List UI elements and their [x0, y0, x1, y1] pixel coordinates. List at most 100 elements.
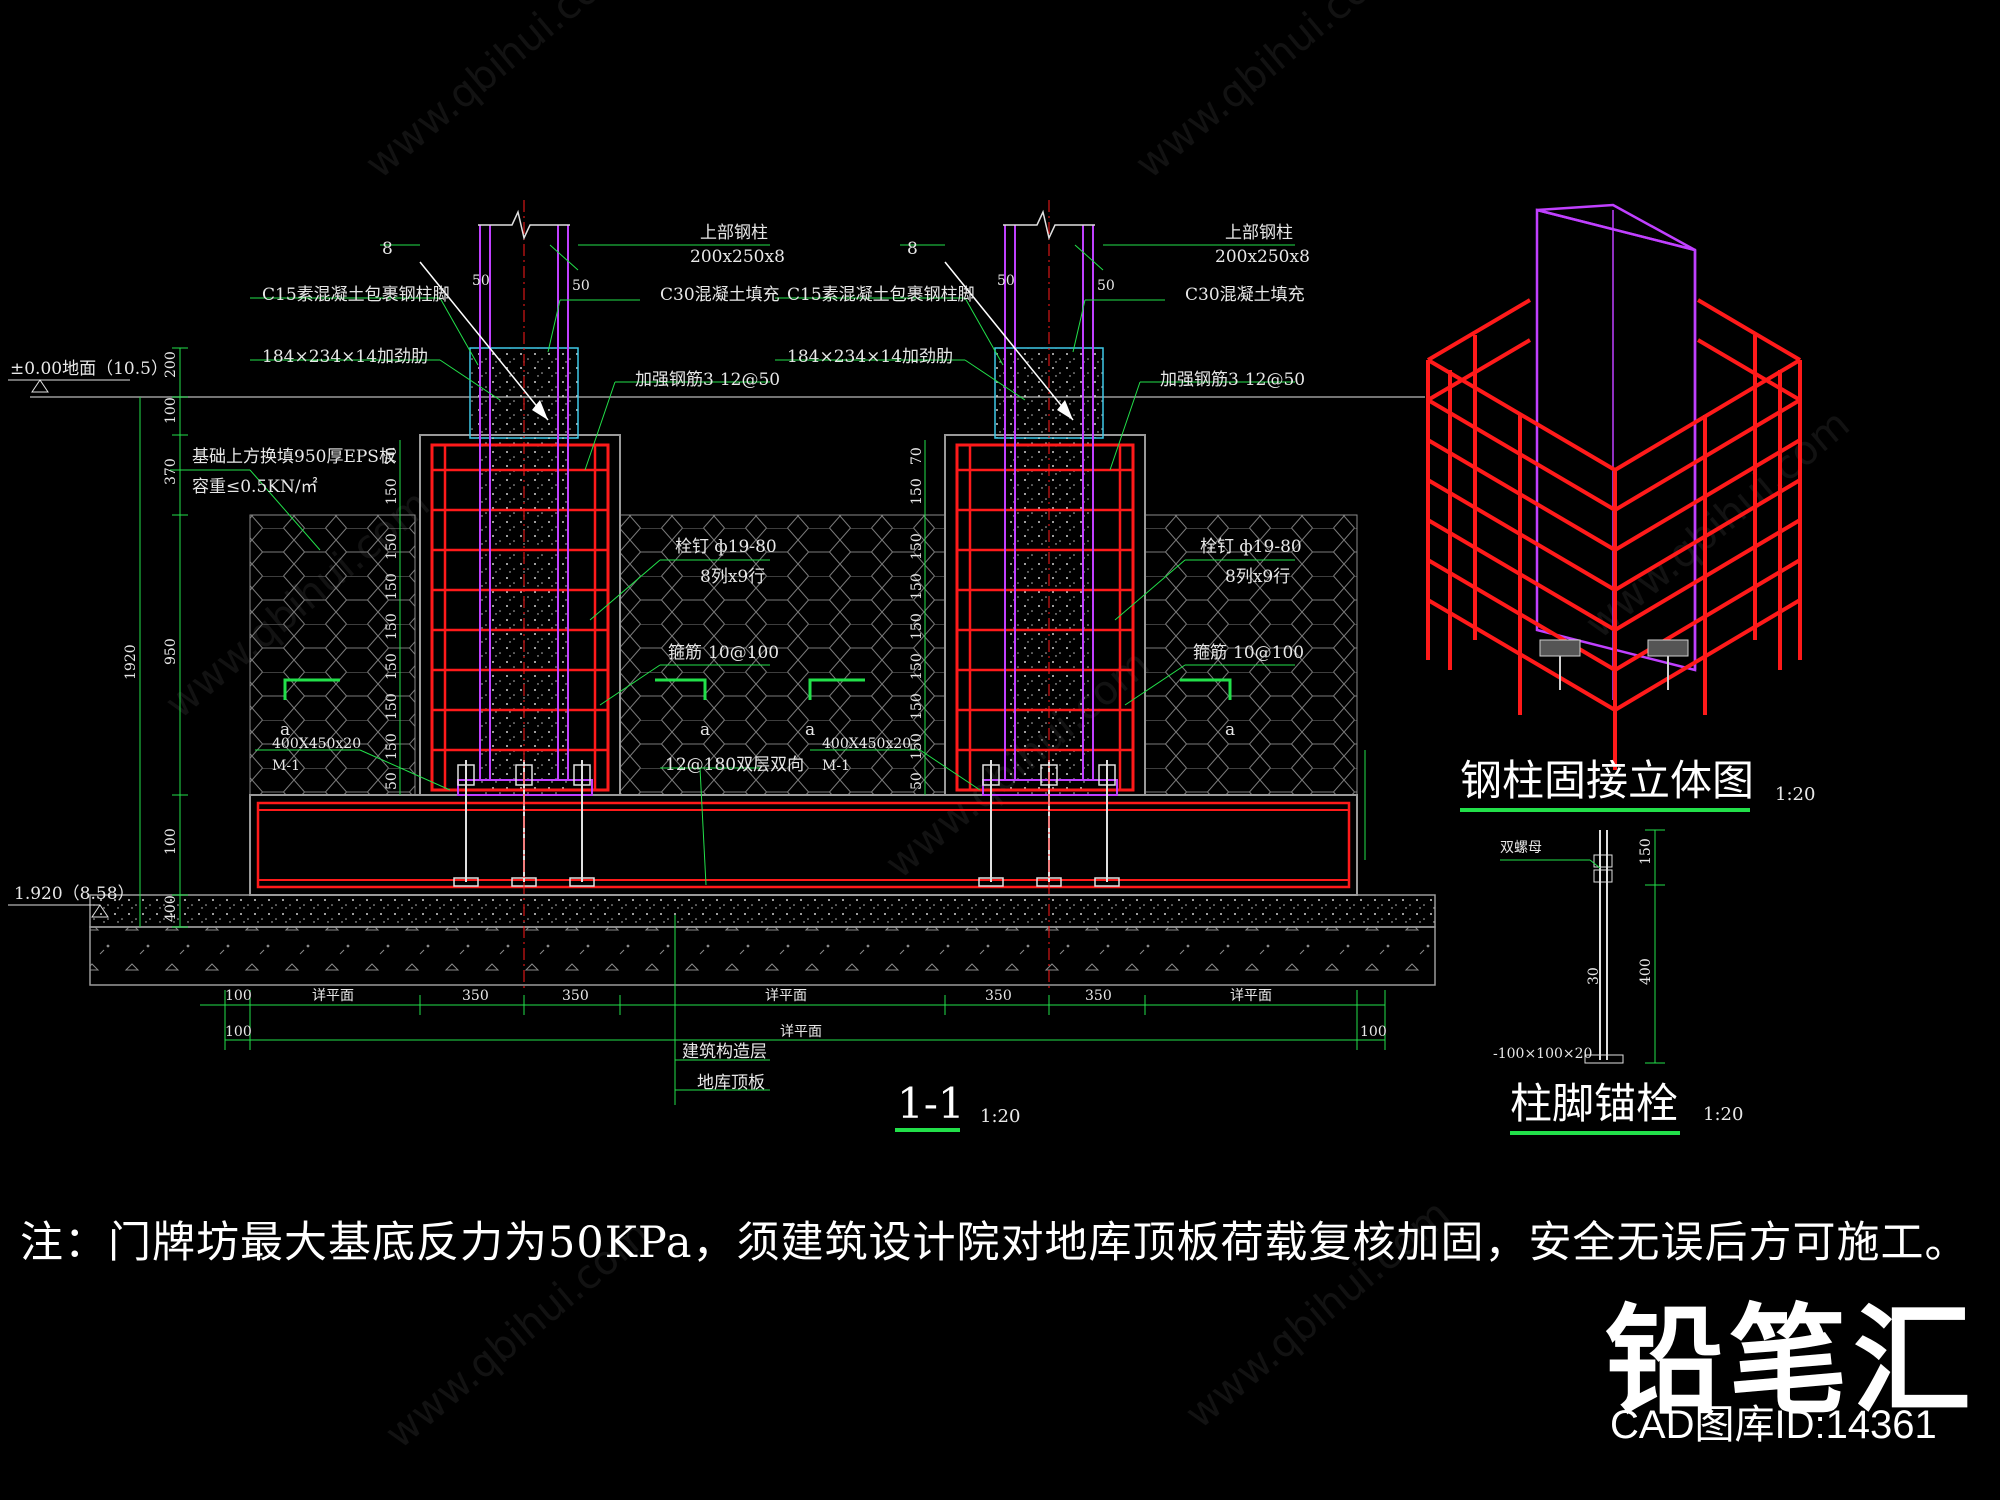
watermark: www.qbihui.com: [1127, 0, 1409, 188]
section-arrow: [1057, 400, 1073, 420]
label-stiffener: 184×234×14加劲肋: [787, 347, 953, 367]
hdim: 详平面: [765, 988, 807, 1004]
label-basement-roof: 地库顶板: [697, 1073, 765, 1093]
label-upper-steel: 上部钢柱: [700, 223, 768, 243]
section-a-markers: [283, 678, 1232, 700]
anchor-dim: 400: [1638, 958, 1654, 985]
section-arrow: [532, 400, 548, 420]
hdim: 350: [562, 988, 589, 1004]
label-eps-density: 容重≤0.5KN/㎡: [192, 477, 318, 497]
dim-50: 50: [472, 273, 490, 289]
svg-text:70: 70: [909, 447, 925, 465]
label-c30-fill: C30混凝土填充: [1185, 285, 1305, 305]
foundation-rebar: [256, 801, 1351, 889]
rebar-cage: [430, 443, 610, 792]
label-stud-layout: 8列x9行: [700, 567, 765, 587]
anchor-scale: 1:20: [1703, 1104, 1743, 1125]
vdim: 1920: [123, 644, 139, 680]
hdim: 350: [1085, 988, 1112, 1004]
label-stiffener: 184×234×14加劲肋: [262, 347, 428, 367]
watermark: www.qbihui.com: [357, 0, 639, 188]
svg-text:70: 70: [384, 447, 400, 465]
svg-text:150: 150: [909, 653, 925, 680]
iso-title: 钢柱固接立体图: [1460, 756, 1754, 805]
eps-fill-left: [249, 514, 416, 796]
construction-note: 注：门牌坊最大基底反力为50KPa，须建筑设计院对地库顶板荷载复核加固，安全无误…: [20, 1218, 1969, 1268]
anchor-base-plate: [1584, 1054, 1624, 1064]
section-title: 1-1: [897, 1079, 965, 1128]
level-bottom: 1.920（8.58）: [14, 884, 135, 904]
dim-50: 50: [572, 278, 590, 294]
label-mark: M-1: [272, 758, 300, 774]
svg-text:150: 150: [909, 533, 925, 560]
svg-text:150: 150: [384, 478, 400, 505]
level-symbol: [91, 904, 109, 918]
anchor-dim: 30: [1586, 967, 1602, 985]
section-a-label: a: [700, 720, 710, 740]
column-dims-left: 70 150 150 150 150 150 150 150 50: [384, 447, 400, 790]
svg-text:150: 150: [909, 693, 925, 720]
iso-scale: 1:20: [1775, 784, 1815, 805]
section-marker-8: 8: [382, 239, 393, 259]
dim-50: 50: [997, 273, 1015, 289]
break-line: [1003, 209, 1095, 241]
section-a-label: a: [280, 720, 290, 740]
svg-text:150: 150: [384, 573, 400, 600]
hdim: 详平面: [1230, 988, 1272, 1004]
anchor-title: 柱脚锚栓: [1510, 1079, 1678, 1128]
svg-text:150: 150: [384, 653, 400, 680]
label-mark: M-1: [822, 758, 850, 774]
vdim: 100: [163, 397, 179, 424]
anchor-plate-label: -100×100×20: [1493, 1046, 1592, 1062]
level-top: ±0.00地面（10.5）: [10, 359, 168, 379]
svg-text:150: 150: [909, 613, 925, 640]
label-plate: 400X450x20: [822, 736, 911, 752]
leader-lines: [170, 244, 1366, 1105]
svg-text:150: 150: [909, 573, 925, 600]
label-stud-layout: 8列x9行: [1225, 567, 1290, 587]
vdim: 400: [163, 895, 179, 922]
hdim: 100: [1360, 1024, 1387, 1040]
svg-text:50: 50: [909, 772, 925, 790]
anchor-plate: [1539, 639, 1581, 657]
label-stud: 栓钉 ф19-80: [1200, 537, 1302, 557]
anchor-nut-label: 双螺母: [1500, 840, 1542, 856]
hdim: 详平面: [312, 988, 354, 1004]
label-plate: 400X450x20: [272, 736, 361, 752]
label-construction-layer: 建筑构造层: [682, 1042, 767, 1062]
section-marker-8: 8: [907, 239, 918, 259]
vdim: 370: [163, 458, 179, 485]
svg-text:150: 150: [909, 733, 925, 760]
construction-layer: [89, 894, 1436, 928]
bottom-dim-lines: [200, 990, 1386, 1050]
label-eps: 基础上方换填950厚EPS板: [192, 447, 396, 467]
section-a-label: a: [1225, 720, 1235, 740]
svg-text:150: 150: [909, 478, 925, 505]
svg-text:150: 150: [384, 613, 400, 640]
label-c15-wrap: C15素混凝土包裹钢柱脚: [262, 285, 450, 305]
vertical-dim-lines: [139, 347, 926, 928]
label-base-rebar: 12@180双层双向: [665, 755, 804, 775]
hdim: 100: [225, 988, 252, 1004]
column-left: [419, 200, 621, 990]
label-upper-steel-size: 200x250x8: [690, 247, 785, 267]
hdim: 350: [462, 988, 489, 1004]
label-upper-steel-size: 200x250x8: [1215, 247, 1310, 267]
label-c15-wrap: C15素混凝土包裹钢柱脚: [787, 285, 975, 305]
level-symbol: [31, 379, 49, 393]
isometric-view: 钢柱固接立体图 1:20: [1426, 203, 1815, 812]
anchor-dim: 150: [1638, 838, 1654, 865]
rebar-cage: [955, 443, 1135, 792]
section-scale: 1:20: [980, 1106, 1020, 1127]
svg-text:150: 150: [384, 733, 400, 760]
basement-roof-slab: [89, 926, 1436, 986]
hdim: 100: [225, 1024, 252, 1040]
svg-text:50: 50: [384, 772, 400, 790]
section-a-label: a: [805, 720, 815, 740]
column-dims-right: 70 150 150 150 150 150 150 150 50: [909, 447, 925, 790]
label-stud: 栓钉 ф19-80: [675, 537, 777, 557]
